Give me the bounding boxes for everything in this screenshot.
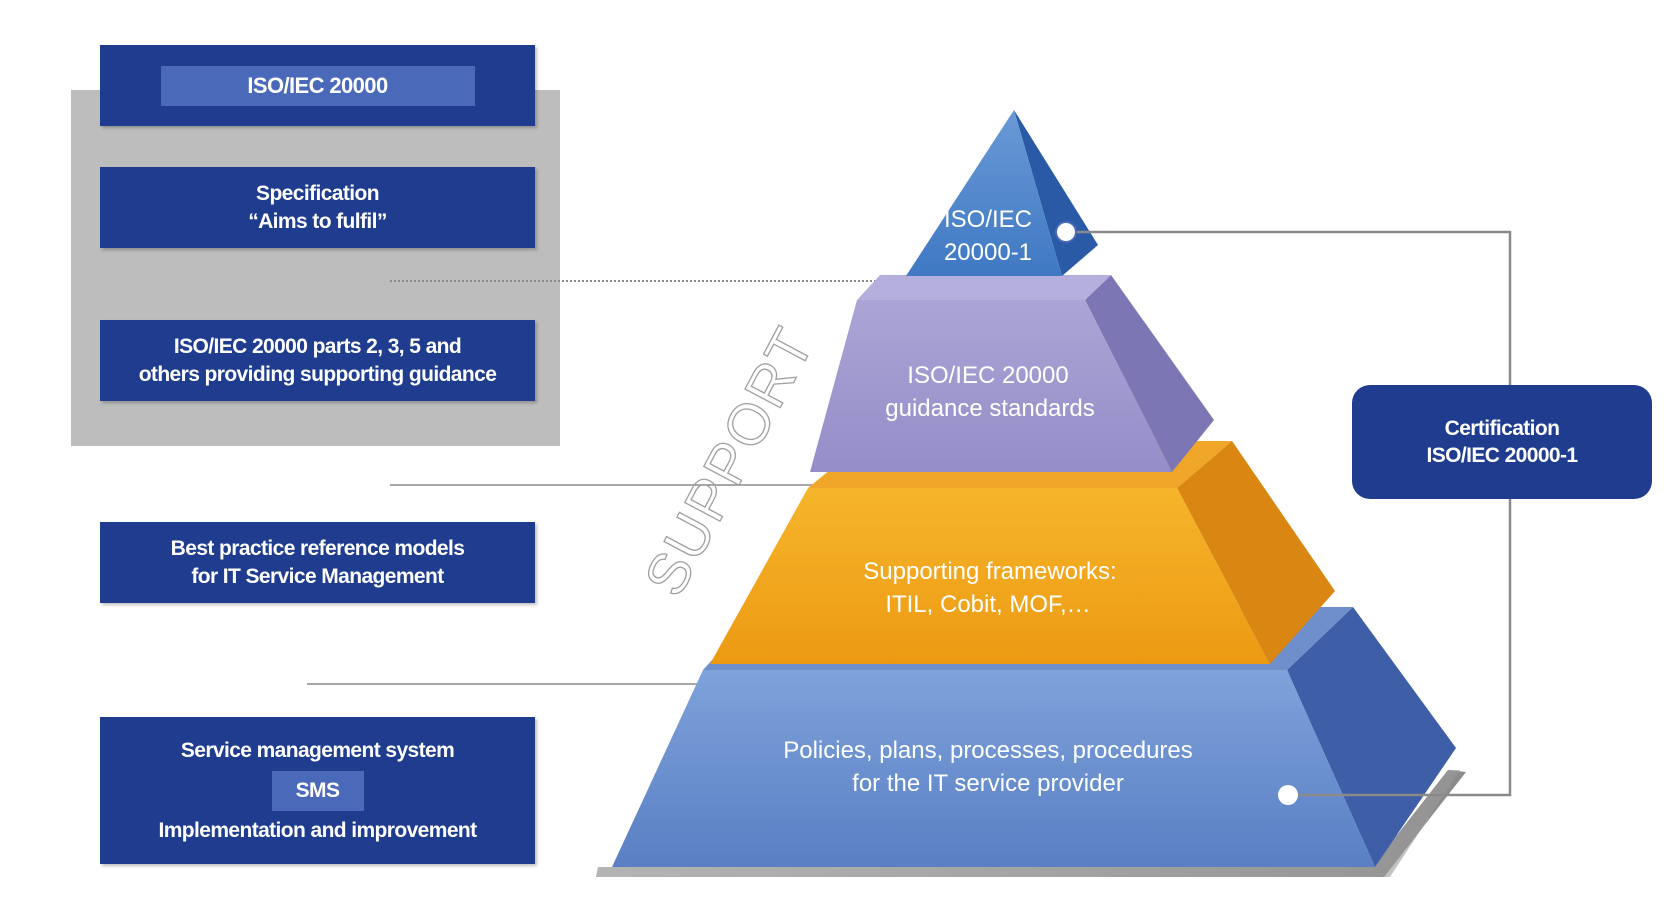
service-management-system-box: Service management system SMS Implementa… <box>100 717 535 864</box>
tier3-right-face <box>1177 441 1335 664</box>
tier3-label-line-2: ITIL, Cobit, MOF,… <box>885 591 1090 618</box>
sms-chip: SMS <box>271 770 364 811</box>
tier1-front-face <box>906 110 1062 276</box>
tier2-top-face <box>857 275 1111 300</box>
iso-20000-title-chip: ISO/IEC 20000 <box>160 65 475 106</box>
iso-20000-title-box: ISO/IEC 20000 <box>100 45 535 126</box>
supporting-guidance-box: ISO/IEC 20000 parts 2, 3, 5 and others p… <box>100 320 535 401</box>
tier4-front-face <box>612 670 1375 867</box>
tier4-label-line-1: Policies, plans, processes, procedures <box>783 737 1193 764</box>
tier2-label-line-1: ISO/IEC 20000 <box>907 362 1068 389</box>
guidance-line-1: ISO/IEC 20000 parts 2, 3, 5 and <box>173 334 462 358</box>
tier4-label-line-2: for the IT service provider <box>852 770 1124 797</box>
connector-dot-bottom <box>1278 785 1298 805</box>
tier2-front-face <box>810 300 1172 472</box>
tier3-label-line-1: Supporting frameworks: <box>863 558 1116 585</box>
tier3-front-face <box>710 488 1270 664</box>
tier1-label-line-1: ISO/IEC <box>944 206 1032 233</box>
tier2-label-line-2: guidance standards <box>885 395 1094 422</box>
tier1-label-line-2: 20000-1 <box>944 239 1032 266</box>
tier2-right-face <box>1085 275 1214 472</box>
specification-label: Specification <box>256 181 380 205</box>
tier4-right-face <box>1287 607 1456 867</box>
best-practice-line-2: for IT Service Management <box>191 564 444 588</box>
specification-box: Specification “Aims to fulfil” <box>100 167 535 248</box>
connector-dot-top <box>1055 221 1077 243</box>
guidance-line-2: others providing supporting guidance <box>138 362 497 386</box>
tier1-right-face <box>1014 110 1098 276</box>
sms-line-3: Implementation and improvement <box>158 818 477 842</box>
aims-to-fulfil-label: “Aims to fulfil” <box>248 209 387 233</box>
certification-label: Certification <box>1444 417 1560 440</box>
best-practice-line-1: Best practice reference models <box>170 536 465 560</box>
certification-box: Certification ISO/IEC 20000-1 <box>1352 385 1652 499</box>
certification-standard-label: ISO/IEC 20000-1 <box>1426 444 1579 467</box>
best-practice-box: Best practice reference models for IT Se… <box>100 522 535 603</box>
sms-line-1: Service management system <box>180 738 455 762</box>
certification-connector-line <box>1066 230 1512 797</box>
